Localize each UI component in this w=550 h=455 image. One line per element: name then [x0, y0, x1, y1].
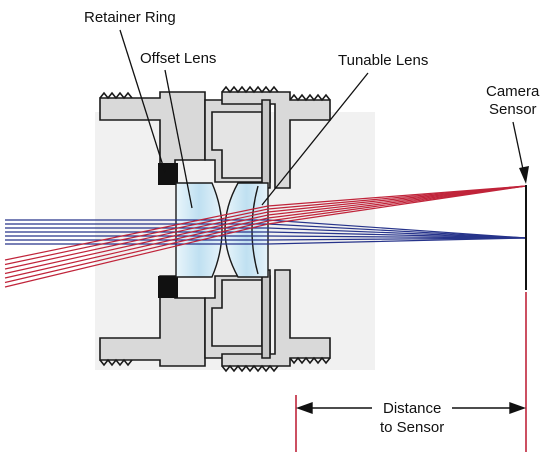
leader-retainer-ring	[119, 29, 166, 173]
leader-camera-sensor	[512, 121, 525, 175]
tunable-membrane	[251, 185, 259, 275]
distance-dimension	[295, 402, 527, 414]
red-ray	[4, 185, 527, 275]
red-ray	[4, 185, 527, 284]
red-ray	[4, 185, 527, 279]
retainer-ring-bottom	[158, 276, 178, 298]
blue-ray	[5, 237, 527, 245]
blue-ray	[5, 227, 527, 239]
lens-housing	[99, 85, 331, 189]
label-retainer-ring: Retainer Ring	[84, 9, 176, 26]
red-ray	[4, 185, 527, 288]
lens-housing-lower	[99, 269, 331, 373]
red-ray	[4, 185, 527, 261]
blue-ray	[5, 235, 527, 239]
blue-ray	[5, 237, 527, 241]
leader-tunable-lens	[261, 72, 369, 206]
label-distance-line1: Distance	[383, 400, 441, 417]
light-rays	[4, 185, 527, 288]
blue-ray	[5, 219, 527, 239]
arrow-camera-sensor	[519, 166, 529, 184]
label-offset-lens: Offset Lens	[140, 50, 216, 67]
label-camera-sensor-line1: Camera	[486, 83, 540, 100]
red-ray	[4, 185, 527, 270]
label-distance-line2: to Sensor	[380, 419, 444, 436]
retainer-ring-top	[158, 163, 178, 185]
red-ray	[4, 185, 527, 266]
blue-ray	[5, 231, 527, 239]
label-camera-sensor-line2: Sensor	[489, 101, 537, 118]
leader-offset-lens	[164, 69, 193, 209]
label-tunable-lens: Tunable Lens	[338, 52, 428, 69]
